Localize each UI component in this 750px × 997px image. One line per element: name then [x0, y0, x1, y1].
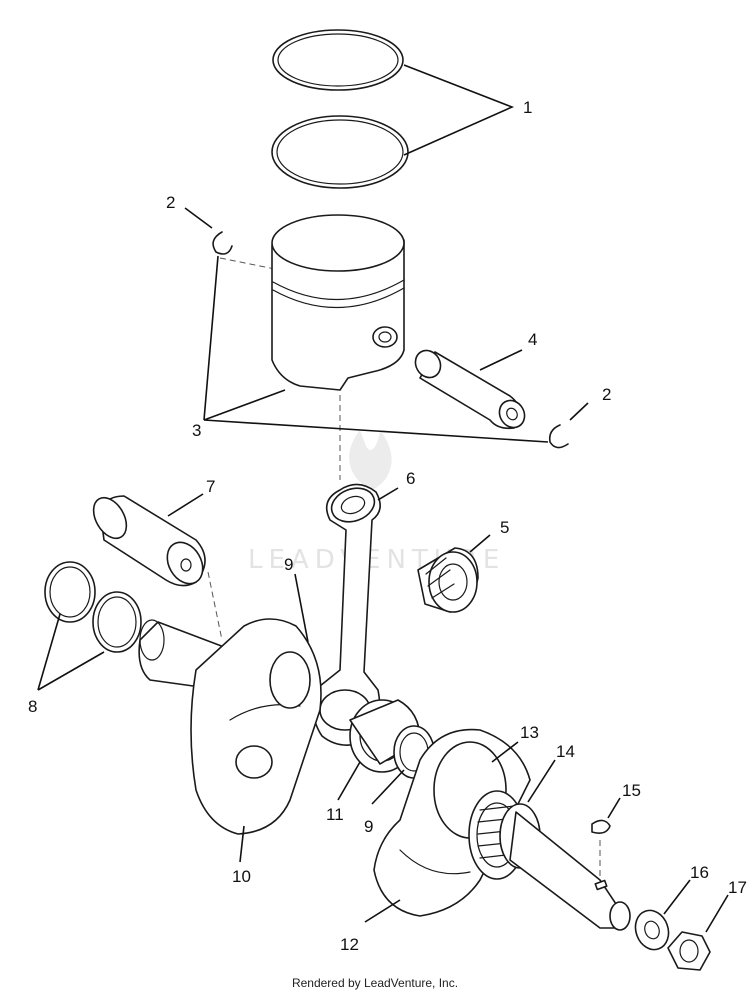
callout-9-bottom: 9 — [364, 817, 373, 836]
callout-11: 11 — [326, 805, 344, 824]
piston-icon — [271, 214, 405, 391]
callout-4: 4 — [528, 330, 537, 349]
callout-17: 17 — [728, 878, 747, 897]
needle-bearing-icon — [417, 547, 479, 613]
woodruff-key-icon — [591, 819, 611, 891]
piston-pin-icon — [414, 349, 526, 430]
callout-8: 8 — [28, 697, 37, 716]
piston-ring-icon — [271, 29, 409, 189]
callout-14: 14 — [556, 742, 575, 761]
crank-half-icon — [138, 618, 322, 835]
render-credit: Rendered by LeadVenture, Inc. — [291, 976, 459, 990]
callout-15: 15 — [622, 781, 641, 800]
leader-lines — [37, 64, 729, 933]
circlip-icon — [212, 231, 569, 449]
callout-6: 6 — [406, 469, 415, 488]
callout-1: 1 — [523, 98, 532, 117]
callout-5: 5 — [500, 518, 509, 537]
callout-10: 10 — [232, 867, 251, 886]
callout-13: 13 — [520, 723, 539, 742]
callout-7: 7 — [206, 477, 215, 496]
callout-16: 16 — [690, 863, 709, 882]
shim-ring-icon — [44, 561, 142, 653]
callout-labels: 1 2 2 3 4 5 6 7 8 9 9 10 11 12 13 14 15 … — [28, 98, 747, 954]
callout-3: 3 — [192, 421, 201, 440]
callout-12: 12 — [340, 935, 359, 954]
washer-icon — [634, 909, 670, 951]
crank-pin-icon — [92, 495, 206, 587]
shaft-thread — [609, 901, 631, 931]
thrust-washer-icon — [349, 699, 435, 779]
callout-2-right: 2 — [602, 385, 611, 404]
nut-icon — [667, 931, 711, 971]
callout-9-top: 9 — [284, 555, 293, 574]
callout-2-left: 2 — [166, 193, 175, 212]
